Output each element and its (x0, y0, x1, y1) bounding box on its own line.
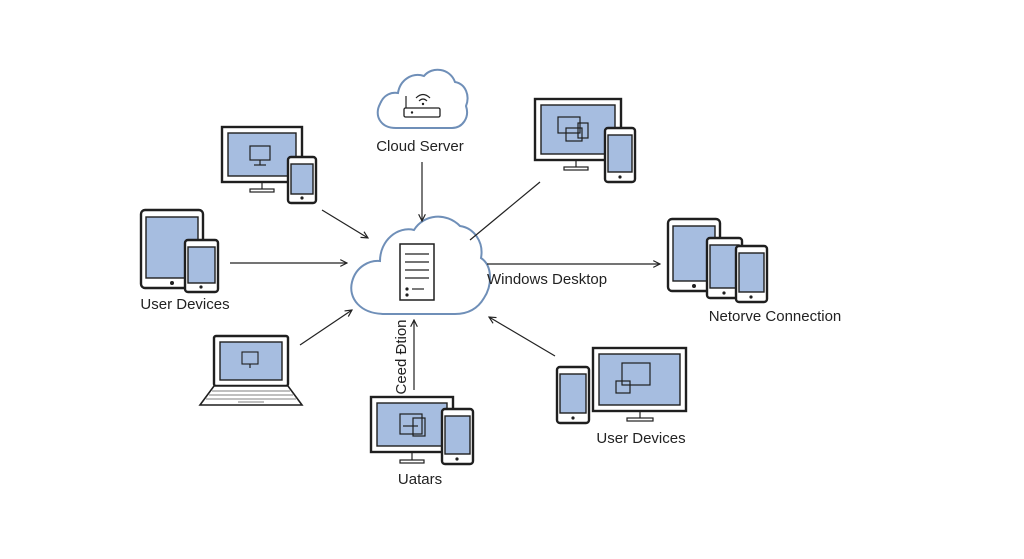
line-hub-to-top-right (469, 181, 541, 241)
phone-icon (555, 365, 591, 425)
phone-icon (734, 244, 769, 304)
user-devices-right-label: User Devices (596, 430, 685, 447)
cloud-server-label: Cloud Server (376, 138, 464, 155)
desktop-phone-top-left (220, 125, 318, 205)
router-icon (403, 93, 441, 118)
arrow-laptop-to-hub (299, 310, 352, 346)
arrow-bottom-right-to-hub (489, 317, 556, 357)
windows-desktop-label: Windows Desktop (487, 271, 607, 288)
central-cloud-hub (350, 215, 491, 315)
phone-desktop-bottom-right: User Devices (555, 346, 688, 447)
desktop-phone-top-right (533, 97, 637, 184)
laptop-bottom-left (198, 334, 304, 406)
phone-icon (183, 238, 220, 294)
network-connection-label: Netorve Connection (709, 308, 842, 325)
desktop-phone-bottom: Uatars (369, 395, 475, 488)
monitor-icon (591, 346, 688, 422)
connectors (230, 162, 660, 390)
cloud-server-node: Cloud Server (376, 68, 469, 155)
server-tower-icon (399, 243, 435, 301)
phone-icon (286, 155, 318, 205)
user-devices-left-label: User Devices (140, 296, 229, 313)
tablet-phone-left: User Devices (139, 208, 230, 313)
tablet-phones-right: Netorve Connection (666, 217, 842, 325)
uatars-label: Uatars (398, 471, 442, 488)
connection-vertical-label: Ceed Ðtion (393, 319, 410, 394)
phone-icon (440, 407, 475, 466)
laptop-icon (198, 334, 304, 406)
phone-icon (603, 126, 637, 184)
monitor-icon (369, 395, 455, 464)
arrow-top-left-to-hub (321, 209, 368, 238)
